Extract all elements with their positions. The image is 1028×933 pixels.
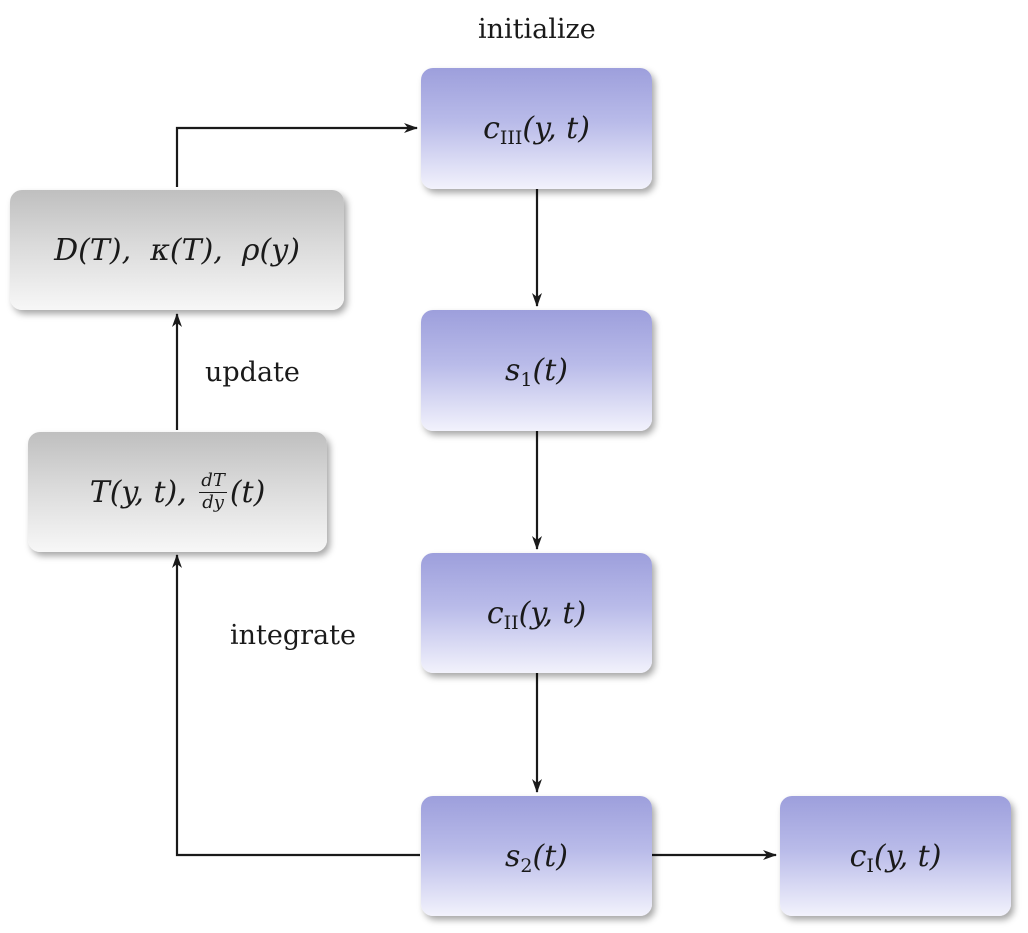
node-s1-subscript: 1	[520, 369, 533, 391]
node-c3-subscript: III	[499, 127, 523, 149]
gradient-fraction: dT dy	[199, 469, 227, 513]
node-s1-symbol: s	[505, 353, 521, 388]
conductivity-term: κ(T),	[150, 232, 223, 268]
node-c2-formula: cII(y, t)	[486, 595, 587, 634]
gradient-args: (t)	[229, 474, 266, 510]
node-c2: cII(y, t)	[421, 553, 652, 673]
node-c1-subscript: I	[866, 854, 874, 877]
node-s2-args: (t)	[532, 838, 568, 874]
node-s1: s1(t)	[421, 310, 652, 431]
temperature-term: T(y, t),	[89, 474, 187, 510]
node-properties: D(T), κ(T), ρ(y)	[10, 190, 344, 310]
node-c1-symbol: c	[849, 838, 867, 874]
diffusivity-term: D(T),	[54, 232, 132, 268]
edge-props-to-c3	[175, 123, 418, 187]
edge-s2-to-temp	[172, 554, 420, 857]
node-temperature-formula: T(y, t), dT dy (t)	[89, 469, 266, 513]
node-properties-formula: D(T), κ(T), ρ(y)	[54, 233, 300, 268]
node-c2-symbol: c	[486, 595, 504, 631]
fraction-denominator: dy	[202, 491, 224, 513]
node-temperature: T(y, t), dT dy (t)	[28, 432, 327, 552]
node-s2-symbol: s	[505, 838, 521, 874]
node-c3-formula: cIII(y, t)	[483, 111, 590, 149]
node-s2-formula: s2(t)	[505, 838, 568, 877]
node-c3-args: (y, t)	[522, 111, 590, 146]
node-c1-formula: cI(y, t)	[849, 838, 942, 877]
node-c3-symbol: c	[483, 111, 500, 146]
node-c1: cI(y, t)	[780, 796, 1011, 916]
integrate-label: integrate	[230, 620, 356, 651]
fraction-numerator: dT	[199, 469, 227, 493]
node-c3: cIII(y, t)	[421, 68, 652, 189]
node-s1-formula: s1(t)	[505, 353, 568, 391]
node-c2-subscript: II	[503, 611, 519, 634]
node-s2-subscript: 2	[520, 854, 533, 877]
node-s1-args: (t)	[532, 353, 568, 388]
node-c2-args: (y, t)	[518, 595, 587, 631]
node-c1-args: (y, t)	[873, 838, 942, 874]
initialize-label: initialize	[478, 14, 596, 45]
density-term: ρ(y)	[241, 232, 300, 268]
update-label: update	[205, 357, 300, 388]
node-s2: s2(t)	[421, 796, 652, 916]
